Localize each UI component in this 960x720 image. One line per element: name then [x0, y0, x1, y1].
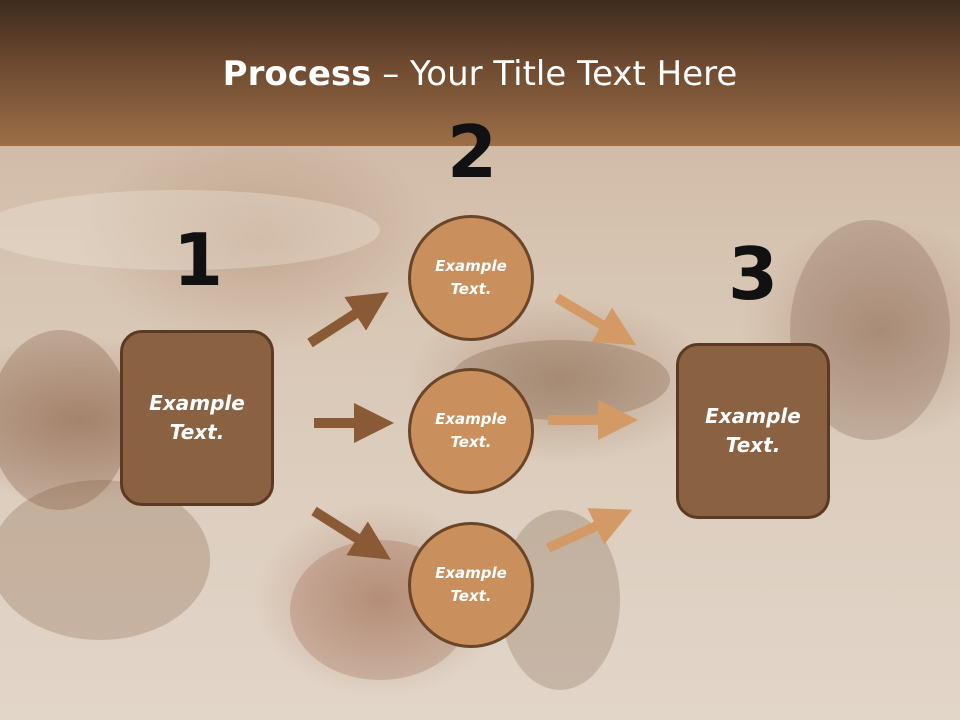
- arrow-2a-to-3: [554, 293, 637, 346]
- step-2-text-1: Example Text.: [435, 257, 507, 298]
- step-2-text-3: Example Text.: [435, 564, 507, 605]
- step-2-circle-1[interactable]: Example Text.: [408, 215, 534, 341]
- arrow-1-to-2a: [307, 292, 389, 348]
- slide-title[interactable]: Process – Your Title Text Here: [0, 52, 960, 96]
- step-1-box[interactable]: Example Text.: [120, 330, 274, 506]
- step-2-circle-2[interactable]: Example Text.: [408, 368, 534, 494]
- title-bar: [0, 0, 960, 146]
- arrow-2c-to-3: [545, 508, 633, 553]
- step-1-number: 1: [172, 218, 224, 302]
- arrow-1-to-2c: [311, 506, 391, 560]
- title-bold: Process: [222, 54, 372, 94]
- step-3-text: Example Text.: [705, 404, 801, 457]
- step-3-number: 3: [727, 232, 779, 316]
- title-dash: –: [371, 54, 411, 94]
- step-2-number: 2: [446, 110, 498, 194]
- step-3-box[interactable]: Example Text.: [676, 343, 830, 519]
- title-rest: Your Title Text Here: [410, 54, 738, 94]
- step-1-text: Example Text.: [149, 391, 245, 444]
- step-2-circle-3[interactable]: Example Text.: [408, 522, 534, 648]
- step-2-text-2: Example Text.: [435, 410, 507, 451]
